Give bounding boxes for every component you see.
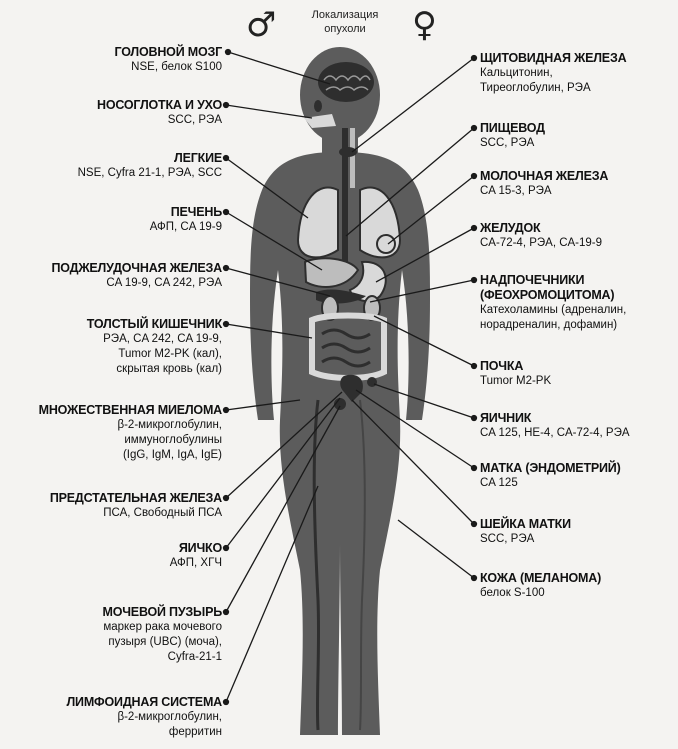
label-esophagus: ПИЩЕВОД SCC, РЭА [480, 121, 545, 151]
label-markers: норадреналин, дофамин) [480, 318, 626, 333]
ear-organ [314, 100, 322, 112]
label-markers: РЭА, CA 242, CA 19-9, [87, 332, 222, 347]
title-line-2: опухоли [295, 22, 395, 36]
label-markers: β-2-микроглобулин, [39, 418, 222, 433]
label-title: ПИЩЕВОД [480, 121, 545, 136]
brain-organ [318, 62, 374, 102]
label-stomach: ЖЕЛУДОК CA-72-4, РЭА, CA-19-9 [480, 221, 602, 251]
label-title: ЛЕГКИЕ [78, 151, 222, 166]
label-markers: Cyfra-21-1 [102, 650, 222, 665]
label-title: ПЕЧЕНЬ [150, 205, 222, 220]
thyroid-organ [339, 147, 357, 157]
label-markers: Tumor M2-PK (кал), [87, 347, 222, 362]
label-myeloma: МНОЖЕСТВЕННАЯ МИЕЛОМА β-2-микроглобулин,… [39, 403, 222, 463]
label-markers: ферритин [66, 725, 222, 740]
label-title: МАТКА (ЭНДОМЕТРИЙ) [480, 461, 621, 476]
label-subtitle: (ФЕОХРОМОЦИТОМА) [480, 288, 626, 303]
label-breast: МОЛОЧНАЯ ЖЕЛЕЗА CA 15-3, РЭА [480, 169, 608, 199]
label-lymphoid: ЛИМФОИДНАЯ СИСТЕМА β-2-микроглобулин, фе… [66, 695, 222, 740]
label-markers: Тиреоглобулин, РЭА [480, 81, 626, 96]
label-title: ТОЛСТЫЙ КИШЕЧНИК [87, 317, 222, 332]
female-symbol-icon: ♀ [412, 8, 437, 42]
label-testis: ЯИЧКО АФП, ХГЧ [170, 541, 222, 571]
diagram-title: Локализация опухоли [295, 8, 395, 36]
label-skin: КОЖА (МЕЛАНОМА) белок S-100 [480, 571, 601, 601]
trachea-organ [350, 128, 355, 188]
label-markers: Tumor M2-PK [480, 374, 551, 389]
label-markers: ПСА, Свободный ПСА [50, 506, 222, 521]
label-adrenals: НАДПОЧЕЧНИКИ (ФЕОХРОМОЦИТОМА) Катехолами… [480, 273, 626, 333]
label-title: ПОЧКА [480, 359, 551, 374]
label-markers: SCC, РЭА [97, 113, 222, 128]
label-markers: NSE, белок S100 [114, 60, 222, 75]
label-markers: пузыря (UBC) (моча), [102, 635, 222, 650]
label-title: НАДПОЧЕЧНИКИ [480, 273, 626, 288]
label-ovary: ЯИЧНИК CA 125, HE-4, CA-72-4, РЭА [480, 411, 630, 441]
label-title: КОЖА (МЕЛАНОМА) [480, 571, 601, 586]
label-title: ЯИЧНИК [480, 411, 630, 426]
ovary-organ [367, 377, 377, 387]
label-title: ПРЕДСТАТЕЛЬНАЯ ЖЕЛЕЗА [50, 491, 222, 506]
label-markers: CA-72-4, РЭА, CA-19-9 [480, 236, 602, 251]
title-line-1: Локализация [295, 8, 395, 22]
label-title: ГОЛОВНОЙ МОЗГ [114, 45, 222, 60]
label-markers: иммуноглобулины [39, 433, 222, 448]
label-brain: ГОЛОВНОЙ МОЗГ NSE, белок S100 [114, 45, 222, 75]
label-prostate: ПРЕДСТАТЕЛЬНАЯ ЖЕЛЕЗА ПСА, Свободный ПСА [50, 491, 222, 521]
label-thyroid: ЩИТОВИДНАЯ ЖЕЛЕЗА Кальцитонин, Тиреоглоб… [480, 51, 626, 96]
label-title: ПОДЖЕЛУДОЧНАЯ ЖЕЛЕЗА [51, 261, 222, 276]
label-markers: NSE, Cyfra 21-1, РЭА, SCC [78, 166, 222, 181]
label-markers: β-2-микроглобулин, [66, 710, 222, 725]
label-title: МНОЖЕСТВЕННАЯ МИЕЛОМА [39, 403, 222, 418]
label-bladder: МОЧЕВОЙ ПУЗЫРЬ маркер рака мочевого пузы… [102, 605, 222, 665]
label-title: НОСОГЛОТКА И УХО [97, 98, 222, 113]
label-nasopharynx: НОСОГЛОТКА И УХО SCC, РЭА [97, 98, 222, 128]
label-colon: ТОЛСТЫЙ КИШЕЧНИК РЭА, CA 242, CA 19-9, T… [87, 317, 222, 377]
label-title: ШЕЙКА МАТКИ [480, 517, 571, 532]
label-markers: маркер рака мочевого [102, 620, 222, 635]
label-lungs: ЛЕГКИЕ NSE, Cyfra 21-1, РЭА, SCC [78, 151, 222, 181]
label-markers: Кальцитонин, [480, 66, 626, 81]
label-markers: CA 125 [480, 476, 621, 491]
label-markers: CA 19-9, CA 242, РЭА [51, 276, 222, 291]
label-markers: Катехоламины (адреналин, [480, 303, 626, 318]
label-title: ЩИТОВИДНАЯ ЖЕЛЕЗА [480, 51, 626, 66]
label-title: ЛИМФОИДНАЯ СИСТЕМА [66, 695, 222, 710]
label-markers: CA 15-3, РЭА [480, 184, 608, 199]
label-markers: (IgG, IgM, IgA, IgE) [39, 448, 222, 463]
label-markers: АФП, CA 19-9 [150, 220, 222, 235]
label-markers: SCC, РЭА [480, 532, 571, 547]
label-markers: скрытая кровь (кал) [87, 362, 222, 377]
label-title: МОЧЕВОЙ ПУЗЫРЬ [102, 605, 222, 620]
label-markers: белок S-100 [480, 586, 601, 601]
male-symbol-icon: ♂ [246, 8, 276, 42]
label-title: ЯИЧКО [170, 541, 222, 556]
label-markers: CA 125, HE-4, CA-72-4, РЭА [480, 426, 630, 441]
label-kidney: ПОЧКА Tumor M2-PK [480, 359, 551, 389]
label-uterus: МАТКА (ЭНДОМЕТРИЙ) CA 125 [480, 461, 621, 491]
label-pancreas: ПОДЖЕЛУДОЧНАЯ ЖЕЛЕЗА CA 19-9, CA 242, РЭ… [51, 261, 222, 291]
label-cervix: ШЕЙКА МАТКИ SCC, РЭА [480, 517, 571, 547]
label-markers: SCC, РЭА [480, 136, 545, 151]
label-title: ЖЕЛУДОК [480, 221, 602, 236]
label-title: МОЛОЧНАЯ ЖЕЛЕЗА [480, 169, 608, 184]
label-liver: ПЕЧЕНЬ АФП, CA 19-9 [150, 205, 222, 235]
label-markers: АФП, ХГЧ [170, 556, 222, 571]
